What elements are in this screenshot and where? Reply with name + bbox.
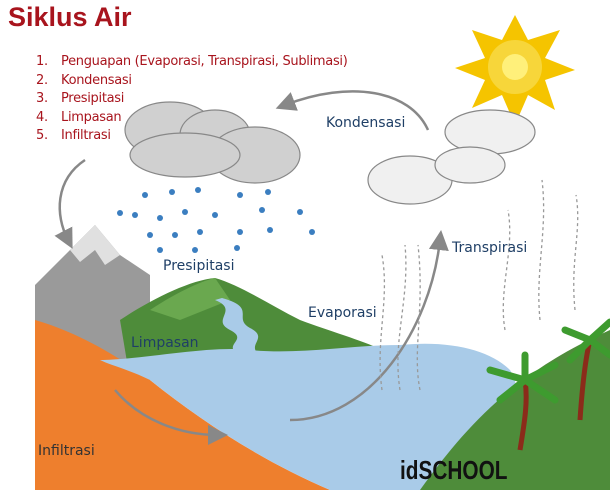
cycle-arrows xyxy=(54,90,449,445)
label-evaporasi: Evaporasi xyxy=(308,305,377,321)
right-hill xyxy=(420,330,610,490)
idschool-logo: idSCHOOL xyxy=(400,455,508,485)
label-infiltrasi: Infiltrasi xyxy=(38,443,95,459)
label-presipitasi: Presipitasi xyxy=(163,258,235,274)
list-item: 4.Limpasan xyxy=(36,109,122,125)
list-item: 2.Kondensasi xyxy=(36,72,132,88)
river xyxy=(215,298,260,355)
step-list: 1.Penguapan (Evaporasi, Transpirasi, Sub… xyxy=(36,53,348,146)
label-limpasan: Limpasan xyxy=(131,335,199,351)
rain-cloud-icon xyxy=(124,101,301,184)
label-kondensasi: Kondensasi xyxy=(326,115,406,131)
page-title: Siklus Air xyxy=(8,2,132,32)
cloud-icon xyxy=(367,109,536,205)
list-item: 5.Infiltrasi xyxy=(36,128,111,143)
label-transpirasi: Transpirasi xyxy=(452,240,528,256)
palm-tree-icon xyxy=(486,318,610,451)
list-item: 3.Presipitasi xyxy=(36,91,125,106)
raindrops xyxy=(117,187,315,253)
sun-icon xyxy=(455,15,575,125)
vapor-arrows xyxy=(379,179,579,391)
lake xyxy=(100,343,517,490)
list-item: 1.Penguapan (Evaporasi, Transpirasi, Sub… xyxy=(36,54,348,69)
